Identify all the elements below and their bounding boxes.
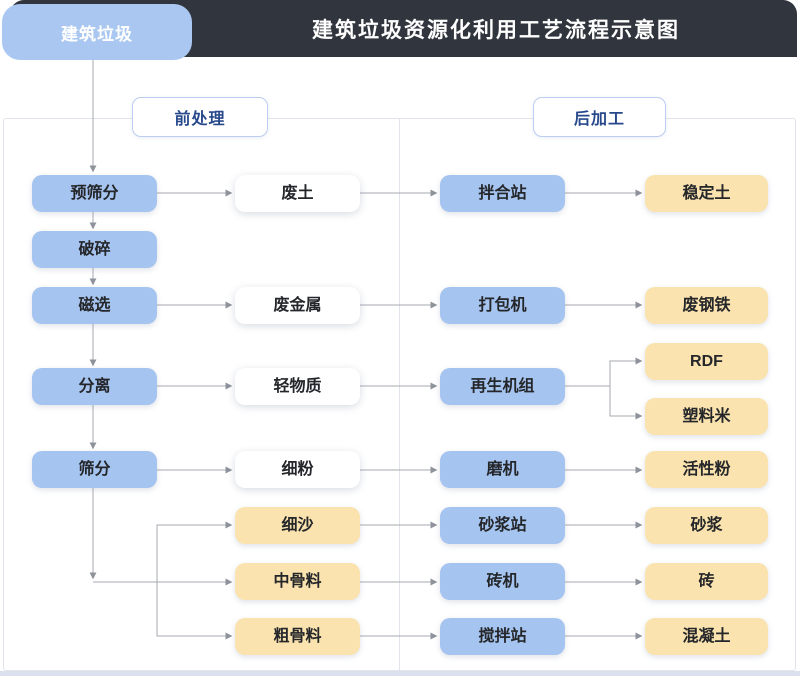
node-mortar: 砂浆 — [645, 507, 768, 544]
node-pre-screening: 预筛分 — [32, 175, 157, 212]
section-pill-pretreatment: 前处理 — [132, 97, 268, 137]
section-pill-postprocessing: 后加工 — [533, 97, 666, 137]
source-badge-label: 建筑垃圾 — [61, 24, 133, 44]
node-mixing-plant: 拌合站 — [440, 175, 565, 212]
node-light-material: 轻物质 — [235, 368, 360, 405]
node-plastic-pellets: 塑料米 — [645, 398, 768, 435]
node-baler: 打包机 — [440, 287, 565, 324]
node-coarse-aggregate: 粗骨料 — [235, 618, 360, 655]
node-waste-metal: 废金属 — [235, 287, 360, 324]
node-recycling-unit: 再生机组 — [440, 368, 565, 405]
node-active-powder: 活性粉 — [645, 451, 768, 488]
node-medium-aggregate: 中骨料 — [235, 563, 360, 600]
node-mortar-plant: 砂浆站 — [440, 507, 565, 544]
node-concrete: 混凝土 — [645, 618, 768, 655]
page-title: 建筑垃圾资源化利用工艺流程示意图 — [312, 18, 680, 42]
node-stabilized-soil: 稳定土 — [645, 175, 768, 212]
node-waste-soil: 废土 — [235, 175, 360, 212]
node-concrete-mixing-plant: 搅拌站 — [440, 618, 565, 655]
node-fine-powder: 细粉 — [235, 451, 360, 488]
node-separation: 分离 — [32, 368, 157, 405]
node-scrap-steel: 废钢铁 — [645, 287, 768, 324]
section-label: 前处理 — [174, 111, 226, 128]
node-crushing: 破碎 — [32, 231, 157, 268]
node-brick: 砖 — [645, 563, 768, 600]
source-badge: 建筑垃圾 — [2, 4, 192, 60]
bottom-accent-strip — [0, 671, 800, 676]
node-magnetic-separation: 磁选 — [32, 287, 157, 324]
node-rdf: RDF — [645, 343, 768, 380]
section-divider — [399, 118, 400, 671]
node-brick-machine: 砖机 — [440, 563, 565, 600]
node-screening: 筛分 — [32, 451, 157, 488]
section-label: 后加工 — [573, 111, 625, 128]
node-mill: 磨机 — [440, 451, 565, 488]
node-fine-sand: 细沙 — [235, 507, 360, 544]
